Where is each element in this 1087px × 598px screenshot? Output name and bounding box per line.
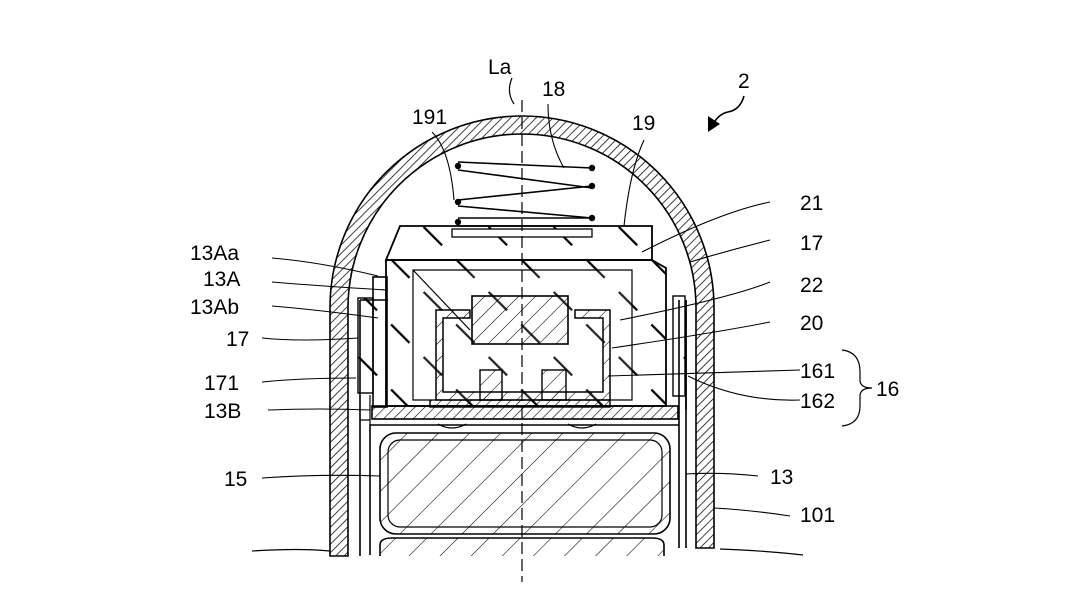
axis-la-tick [509, 78, 514, 104]
label-161: 161 [800, 360, 835, 383]
label-22: 22 [800, 274, 823, 297]
label-13B: 13B [204, 400, 241, 423]
frame-17-left [358, 298, 373, 393]
label-20: 20 [800, 312, 823, 335]
battery-15 [380, 433, 670, 534]
wall-13A [373, 277, 387, 407]
label-19: 19 [632, 112, 655, 135]
label-191: 191 [412, 106, 447, 129]
spring-18 [458, 162, 592, 226]
label-17-right: 17 [800, 232, 823, 255]
label-16: 16 [876, 378, 899, 401]
label-171: 171 [204, 372, 239, 395]
frame-17-right [673, 296, 685, 396]
terminal-left [480, 370, 502, 400]
chip-22 [472, 296, 568, 344]
label-21: 21 [800, 192, 823, 215]
figure-arrow-head [708, 116, 720, 132]
base-line-right [720, 549, 803, 555]
label-13Aa: 13Aa [190, 242, 239, 265]
base-line-left [252, 550, 330, 552]
figure-arrow [712, 96, 744, 126]
label-13Ab: 13Ab [190, 296, 239, 319]
label-axis-la: La [488, 56, 512, 79]
label-figure-number: 2 [738, 70, 750, 93]
label-15: 15 [224, 468, 247, 491]
label-13: 13 [770, 466, 793, 489]
label-101: 101 [800, 504, 835, 527]
label-162: 162 [800, 390, 835, 413]
substrate-162 [372, 406, 678, 419]
label-18: 18 [542, 78, 565, 101]
label-13A: 13A [203, 268, 240, 291]
brace-16 [842, 350, 872, 426]
label-17-left: 17 [226, 328, 249, 351]
terminal-right [542, 370, 566, 400]
